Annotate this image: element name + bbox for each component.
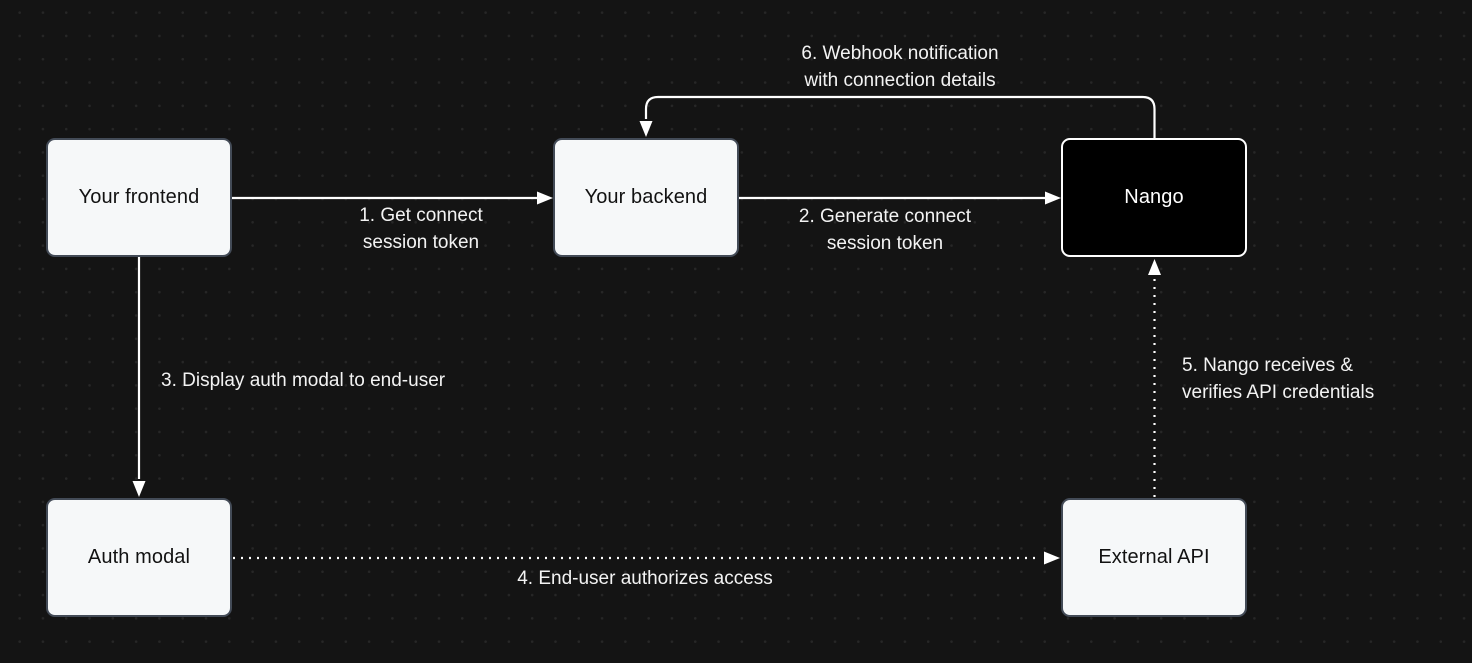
edge-2-label-line-1: 2. Generate connect [798, 206, 972, 227]
edge-1-arrowhead-icon [537, 191, 553, 205]
edge-6-label: 6. Webhook notification with connection … [770, 40, 1030, 94]
edge-6-label-line-2: with connection details [804, 70, 996, 91]
edge-2-label-line-2: session token [826, 233, 944, 254]
edge-4-label-line-1: 4. End-user authorizes access [517, 568, 773, 589]
edge-1-label-line-2: session token [362, 232, 480, 253]
node-auth-modal: Auth modal [46, 498, 232, 617]
node-nango: Nango [1061, 138, 1247, 257]
edge-6-label-line-1: 6. Webhook notification [801, 43, 999, 64]
edge-1-frontend-to-backend [232, 191, 553, 205]
edge-5-label: 5. Nango receives & verifies API credent… [1182, 352, 1374, 406]
edge-1-label-line-1: 1. Get connect [359, 205, 483, 226]
edge-5-external-api-to-nango [1148, 259, 1161, 497]
edge-2-arrowhead-icon [1045, 191, 1061, 205]
node-your-backend: Your backend [553, 138, 739, 257]
edge-6-line [644, 95, 1156, 138]
edge-3-arrowhead-icon [132, 481, 146, 497]
node-auth-modal-label: Auth modal [87, 546, 191, 568]
node-your-backend-label: Your backend [584, 186, 708, 208]
node-nango-label: Nango [1124, 186, 1184, 208]
edge-4-arrowhead-icon [1044, 551, 1060, 565]
edge-6-nango-to-backend-webhook [639, 95, 1156, 138]
edge-4-auth-modal-to-external-api [233, 551, 1060, 565]
edge-3-label: 3. Display auth modal to end-user [161, 367, 445, 394]
node-your-frontend-label: Your frontend [78, 186, 200, 208]
edge-3-frontend-to-auth-modal [132, 257, 146, 497]
node-external-api: External API [1061, 498, 1247, 617]
node-external-api-label: External API [1098, 546, 1210, 568]
edge-2-label: 2. Generate connect session token [775, 203, 995, 257]
edge-1-label: 1. Get connect session token [321, 202, 521, 256]
node-your-frontend: Your frontend [46, 138, 232, 257]
edge-4-label: 4. End-user authorizes access [445, 565, 845, 592]
edge-3-label-line-1: 3. Display auth modal to end-user [161, 370, 446, 391]
edge-5-label-line-1: 5. Nango receives & [1182, 355, 1354, 376]
edge-6-arrowhead-icon [639, 121, 653, 137]
edge-5-arrowhead-icon [1148, 259, 1161, 275]
edge-5-label-line-2: verifies API credentials [1182, 382, 1375, 403]
edge-2-backend-to-nango [739, 191, 1061, 205]
